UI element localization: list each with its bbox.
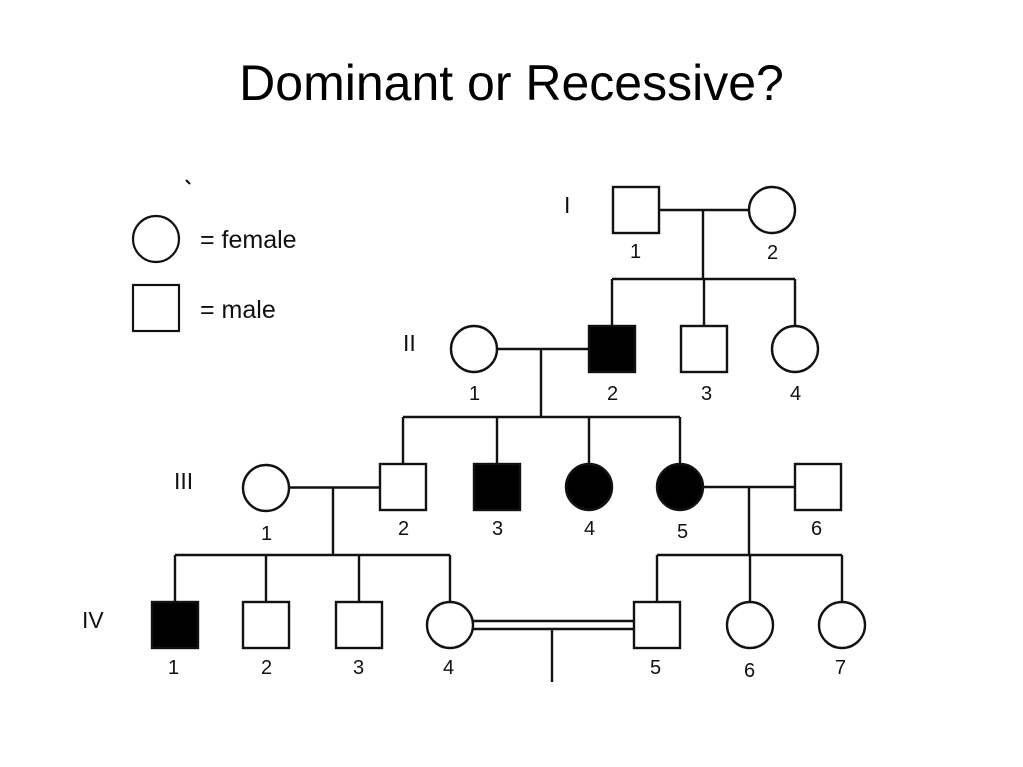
individual-number-iii-1: 1 [261, 523, 272, 545]
generation-labels: I II III IV [82, 192, 570, 633]
individual-number-iv-7: 7 [835, 657, 846, 679]
individual-number-iv-1: 1 [168, 657, 179, 679]
individual-number-ii-4: 4 [790, 383, 801, 405]
generation-label-i: I [564, 192, 570, 218]
individual-iii-2-male [378, 462, 428, 512]
individual-iv-6-female [725, 600, 775, 650]
individual-iv-7-female [817, 600, 867, 650]
individual-iv-4-female [425, 600, 475, 650]
individual-iv-1-affected-male [150, 600, 200, 650]
pedigree-numbers: 1 2 1 2 3 4 1 2 3 4 5 6 1 2 3 4 5 6 7 [168, 241, 846, 682]
individual-number-iii-6: 6 [811, 518, 822, 540]
individual-ii-4-female [770, 324, 820, 374]
individual-number-iv-5: 5 [650, 657, 661, 679]
individual-number-iv-2: 2 [261, 657, 272, 679]
individual-iii-3-affected-male [472, 462, 522, 512]
individual-ii-1-female [449, 324, 499, 374]
individual-iv-2-male [241, 600, 291, 650]
stray-mark [185, 179, 191, 185]
individual-iv-3-male [334, 600, 384, 650]
pedigree-individuals [150, 185, 867, 650]
individual-number-ii-3: 3 [701, 383, 712, 405]
individual-number-iv-4: 4 [443, 657, 454, 679]
slide-title: Dominant or Recessive? [239, 55, 784, 111]
legend-male-label: = male [200, 296, 276, 324]
individual-number-iv-3: 3 [353, 657, 364, 679]
individual-iv-5-male [632, 600, 682, 650]
individual-i-1-male [611, 185, 661, 235]
generation-label-iii: III [174, 468, 193, 494]
individual-number-iii-2: 2 [398, 518, 409, 540]
individual-number-iii-5: 5 [677, 521, 688, 543]
individual-number-iv-6: 6 [744, 660, 755, 682]
individual-iii-6-male [793, 462, 843, 512]
individual-number-i-1: 1 [630, 241, 641, 263]
individual-i-2-female [747, 185, 797, 235]
individual-number-ii-2: 2 [607, 383, 618, 405]
individual-ii-3-male [679, 324, 729, 374]
individual-iii-1-female [241, 463, 291, 513]
legend-female-label: = female [200, 226, 297, 254]
generation-label-ii: II [403, 330, 416, 356]
individual-ii-2-affected-male [587, 324, 637, 374]
individual-iii-4-affected-female [564, 462, 614, 512]
individual-number-iii-4: 4 [584, 518, 595, 540]
legend: = female = male [131, 214, 297, 333]
individual-iii-5-affected-female [655, 462, 705, 512]
individual-number-i-2: 2 [767, 242, 778, 264]
individual-number-iii-3: 3 [492, 518, 503, 540]
pedigree-lines [173, 208, 844, 682]
legend-male-symbol [131, 283, 181, 333]
generation-label-iv: IV [82, 607, 104, 633]
legend-female-symbol [131, 214, 181, 264]
individual-number-ii-1: 1 [469, 383, 480, 405]
